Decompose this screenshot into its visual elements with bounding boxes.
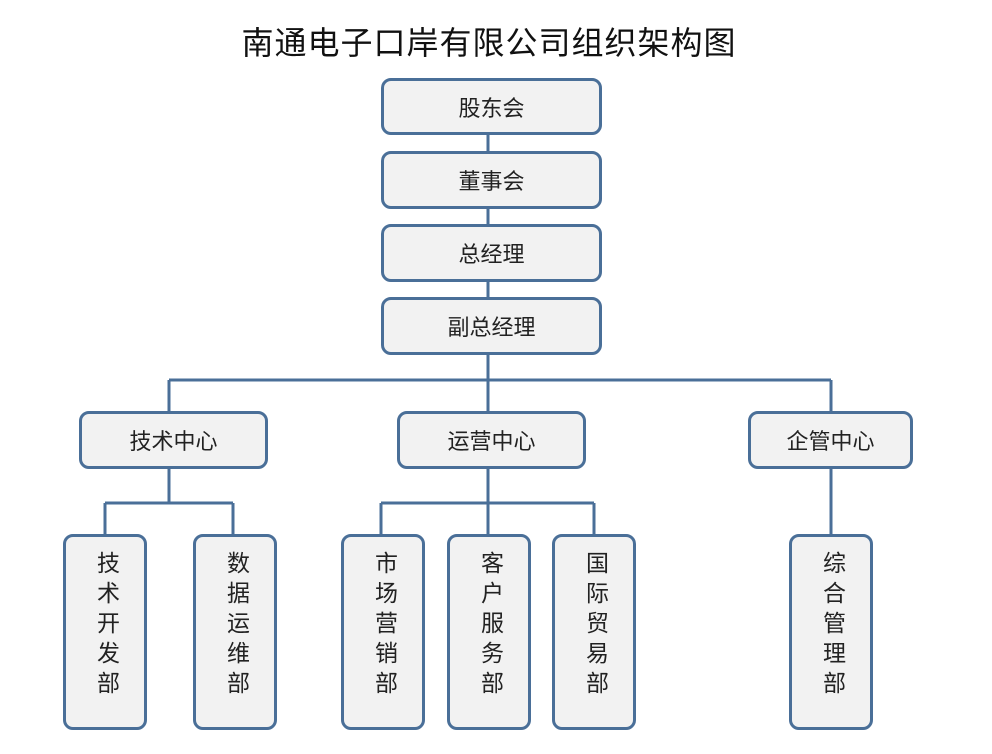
node-dept-general-admin: 综合管理部 <box>789 534 873 730</box>
node-label: 技术中心 <box>129 430 218 455</box>
node-dept-marketing: 市场营销部 <box>341 534 425 730</box>
node-board: 董事会 <box>381 151 602 209</box>
node-general-manager: 总经理 <box>381 224 602 282</box>
node-operations-center: 运营中心 <box>397 411 586 469</box>
node-management-center: 企管中心 <box>748 411 913 469</box>
node-label: 运营中心 <box>447 430 536 455</box>
node-dept-tech-dev: 技术开发部 <box>63 534 147 730</box>
node-label: 副总经理 <box>447 316 536 341</box>
node-dept-intl-trade: 国际贸易部 <box>552 534 636 730</box>
dept-label: 数据运维部 <box>222 551 249 701</box>
node-deputy-general-manager: 副总经理 <box>381 297 602 355</box>
node-label: 股东会 <box>458 96 525 122</box>
node-dept-data-ops: 数据运维部 <box>193 534 277 730</box>
dept-label: 综合管理部 <box>818 551 845 701</box>
node-label: 董事会 <box>458 170 525 195</box>
node-label: 企管中心 <box>786 430 875 455</box>
dept-label: 技术开发部 <box>92 551 119 701</box>
dept-label: 国际贸易部 <box>581 551 608 701</box>
node-tech-center: 技术中心 <box>79 411 268 469</box>
dept-label: 市场营销部 <box>370 551 397 701</box>
node-dept-customer-service: 客户服务部 <box>447 534 531 730</box>
node-shareholders: 股东会 <box>381 78 602 135</box>
node-label: 总经理 <box>458 243 525 268</box>
dept-label: 客户服务部 <box>476 551 503 701</box>
page-title: 南通电子口岸有限公司组织架构图 <box>241 24 737 62</box>
